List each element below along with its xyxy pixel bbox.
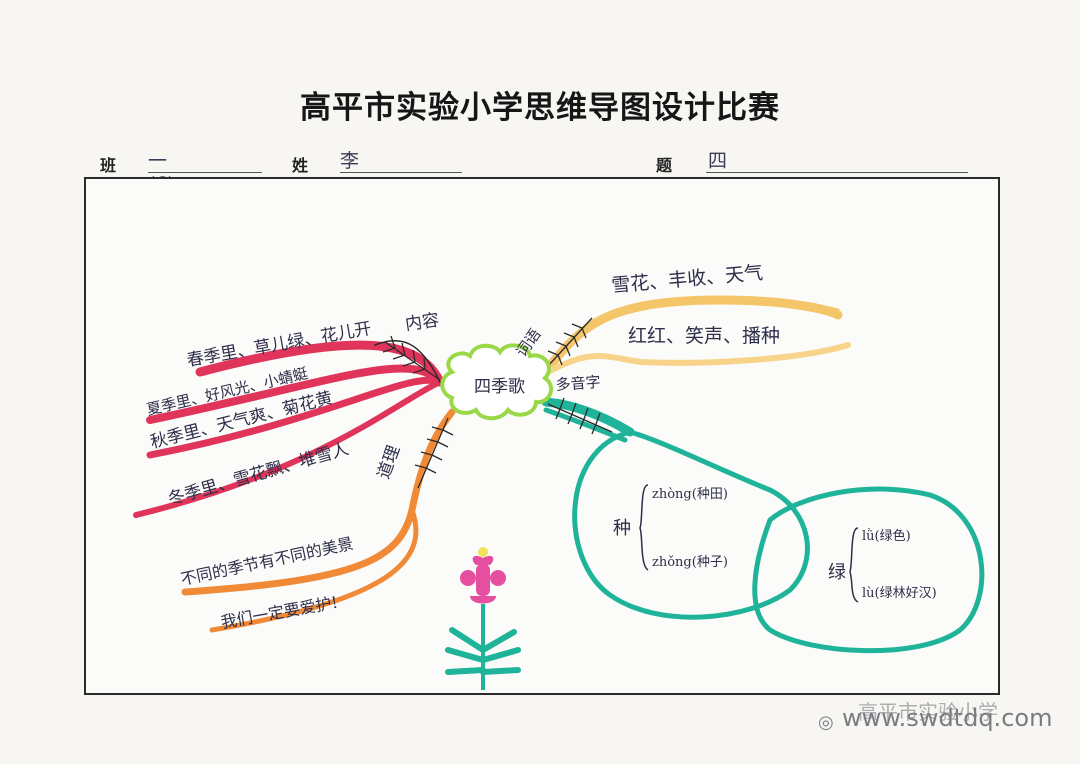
- watermark-text: 高平市实验小学: [858, 700, 998, 724]
- polyphone-leaf-icon: [547, 397, 613, 435]
- truth-label: 道理: [374, 443, 404, 482]
- words-branch: [543, 295, 851, 375]
- center-cloud: [440, 343, 554, 421]
- polyphone-branch: [541, 397, 985, 654]
- polyphone-char-2: 绿: [828, 562, 846, 583]
- words-leaf-icon: [547, 317, 593, 367]
- truth-branch: [181, 408, 456, 633]
- polyphone-reading-2a: lǜ(绿色): [862, 528, 911, 544]
- watermark-site: www.swdtdq.com: [842, 704, 1053, 732]
- polyphone-reading-2b: lù(绿林好汉): [862, 586, 937, 601]
- page-title: 高平市实验小学思维导图设计比赛: [300, 90, 780, 126]
- polyphone-reading-1b: zhǒng(种子): [652, 555, 728, 570]
- content-leaf-icon: [382, 335, 441, 381]
- content-item-4: 冬季里、雪花飘、堆雪人: [166, 439, 351, 510]
- truth-item-1: 不同的季节有不同的美景: [179, 534, 355, 589]
- name-underline: [340, 172, 462, 173]
- content-branch: [133, 339, 445, 518]
- class-underline: [148, 172, 262, 173]
- words-item-2: 红红、笑声、播种: [628, 325, 780, 347]
- polyphone-brace-2: [849, 527, 859, 603]
- words-item-1: 雪花、丰收、天气: [611, 262, 764, 297]
- polyphone-char-1: 种: [613, 518, 631, 539]
- wechat-icon: ◎: [818, 712, 834, 733]
- truth-item-2: 我们一定要爱护!: [219, 593, 339, 632]
- content-label: 内容: [404, 310, 440, 335]
- topic-underline: [706, 172, 968, 173]
- polyphone-brace-1: [639, 484, 649, 571]
- polyphone-label: 多音字: [555, 373, 601, 394]
- flower-icon: [445, 547, 521, 690]
- center-topic: 四季歌: [474, 377, 525, 397]
- truth-leaf-icon: [414, 417, 454, 489]
- polyphone-reading-1a: zhòng(种田): [652, 487, 728, 502]
